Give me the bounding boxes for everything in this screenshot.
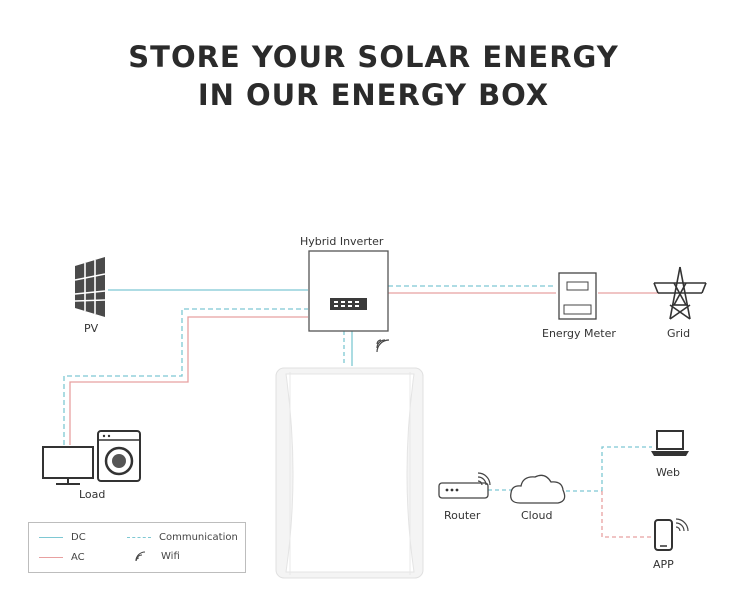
legend: DC AC Communication Wifi xyxy=(28,522,246,573)
legend-communication-swatch xyxy=(127,537,151,538)
legend-ac-label: AC xyxy=(71,552,85,563)
grid-tower-icon xyxy=(653,266,707,320)
hybrid-inverter-label: Hybrid Inverter xyxy=(300,235,384,248)
legend-wifi-icon xyxy=(135,551,146,562)
cloud-label: Cloud xyxy=(521,509,553,522)
cloud-icon xyxy=(510,474,566,504)
load-comm-line xyxy=(63,308,308,445)
tv-icon xyxy=(42,446,94,485)
phone-icon xyxy=(654,519,673,551)
router-icon xyxy=(438,482,489,499)
app-comm-line xyxy=(601,491,652,538)
legend-wifi-label: Wifi xyxy=(161,550,180,562)
page-title-line-2: IN OUR ENERGY BOX xyxy=(197,78,550,112)
hybrid-inverter-icon xyxy=(308,250,389,332)
pv-label: PV xyxy=(84,322,99,335)
app-label: APP xyxy=(653,558,674,571)
legend-dc: DC xyxy=(39,532,86,543)
load-ac-line xyxy=(69,316,308,445)
web-comm-line xyxy=(601,446,652,491)
load-label: Load xyxy=(79,488,106,501)
legend-dc-swatch xyxy=(39,537,63,538)
legend-communication: Communication xyxy=(127,532,238,543)
laptop-icon xyxy=(651,430,689,456)
washing-machine-icon xyxy=(97,430,141,482)
inverter-wifi-icon xyxy=(376,339,390,353)
legend-ac: AC xyxy=(39,552,85,563)
legend-communication-label: Communication xyxy=(159,532,238,543)
web-label: Web xyxy=(656,466,680,479)
phone-wifi-icon xyxy=(675,518,689,532)
energy-meter-icon xyxy=(558,272,597,320)
legend-dc-label: DC xyxy=(71,532,86,543)
grid-label: Grid xyxy=(667,327,691,340)
router-label: Router xyxy=(444,509,481,522)
legend-ac-swatch xyxy=(39,557,63,558)
energy-meter-label: Energy Meter xyxy=(542,327,616,340)
legend-wifi: Wifi xyxy=(135,550,180,562)
solar-panel-icon xyxy=(74,257,106,317)
page-title-line-1: STORE YOUR SOLAR ENERGY xyxy=(128,40,619,74)
router-wifi-icon xyxy=(477,472,491,486)
connections xyxy=(63,285,660,538)
energy-box-icon xyxy=(275,367,424,579)
